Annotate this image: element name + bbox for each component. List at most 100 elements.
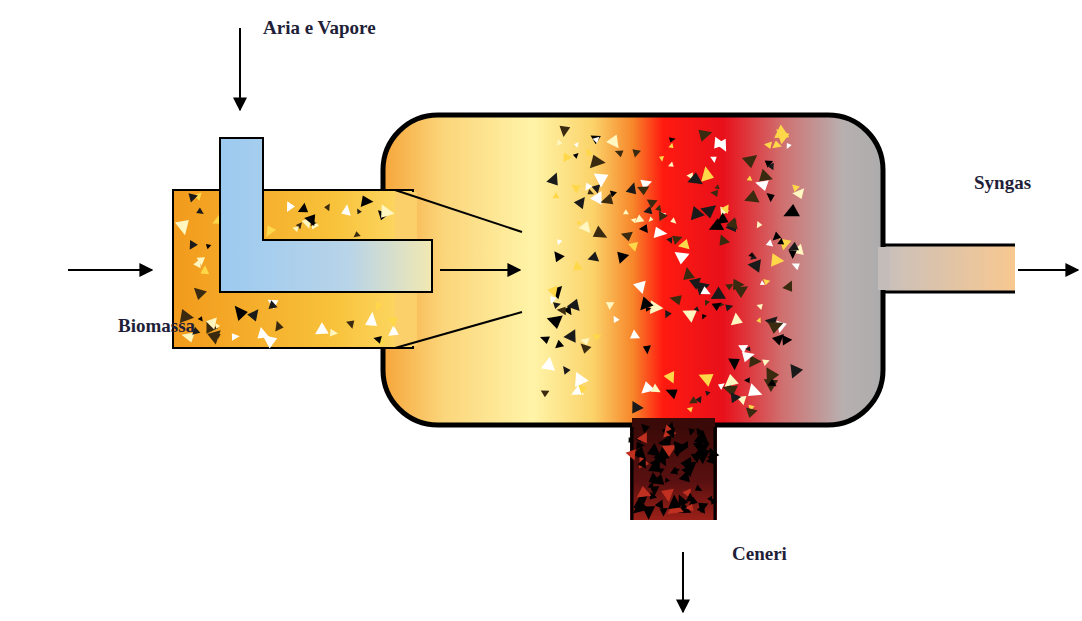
particle [555, 340, 564, 348]
particle [714, 137, 726, 149]
particle [553, 302, 561, 309]
particle [668, 143, 673, 149]
particle [606, 134, 619, 148]
particle [206, 244, 211, 249]
particle [689, 278, 701, 290]
particle [689, 496, 698, 505]
particle [590, 155, 606, 169]
particle [268, 300, 279, 310]
particle [695, 443, 710, 455]
particle [744, 377, 750, 383]
particle [630, 329, 640, 338]
particle [715, 184, 720, 189]
particle [633, 498, 647, 509]
particle [631, 218, 637, 223]
particle [388, 325, 398, 336]
particle [705, 300, 710, 306]
particle [632, 401, 644, 413]
particle [647, 200, 658, 209]
particle [198, 316, 203, 321]
particle [673, 468, 680, 474]
particle [705, 391, 710, 396]
particle [695, 484, 702, 491]
particle [655, 205, 661, 212]
syngas-pipe [870, 245, 1015, 292]
particle [628, 242, 638, 252]
particle [665, 478, 670, 483]
particle [710, 157, 716, 163]
particle [563, 153, 572, 163]
particle [614, 316, 620, 323]
particle [678, 239, 690, 249]
particle [725, 284, 733, 290]
particle [669, 137, 676, 142]
particle [764, 142, 772, 149]
particle [215, 323, 220, 328]
particle [712, 499, 717, 504]
particle [694, 306, 700, 311]
particle [629, 437, 634, 443]
particle [742, 155, 757, 168]
particle [540, 336, 550, 343]
particle [557, 239, 562, 245]
particle [666, 428, 675, 439]
particle [697, 428, 703, 436]
particle [617, 252, 629, 264]
flow-arrow [682, 552, 684, 612]
particle [621, 232, 633, 242]
particle [710, 190, 718, 197]
particle [666, 237, 672, 244]
nozzle-cone [395, 312, 522, 348]
particle [665, 390, 677, 400]
air-steam-label: Aria e Vapore [263, 18, 376, 39]
particle [744, 190, 759, 203]
particle [574, 142, 579, 148]
particle [788, 250, 796, 259]
particle [587, 189, 594, 194]
particle [670, 217, 676, 224]
particle [592, 334, 601, 341]
particle [541, 357, 555, 371]
particle [698, 130, 712, 142]
particle [315, 322, 329, 334]
particle [668, 494, 681, 509]
particle [563, 329, 575, 343]
particle [767, 379, 776, 386]
particle [655, 500, 664, 510]
particle [772, 334, 784, 346]
particle [194, 288, 207, 300]
particle [581, 344, 592, 354]
particle [718, 383, 725, 390]
particle [642, 506, 655, 520]
particle [683, 267, 695, 280]
particle [594, 173, 609, 187]
particle [707, 496, 712, 502]
particle [668, 162, 674, 167]
particle [232, 333, 240, 341]
particle [772, 141, 782, 149]
particle [576, 221, 582, 225]
particle [571, 185, 581, 194]
ash-label: Ceneri [732, 544, 787, 565]
particle [287, 201, 295, 212]
particle [601, 193, 614, 204]
particle [373, 336, 381, 344]
particle [557, 139, 562, 145]
particle [724, 374, 738, 387]
particle [675, 252, 690, 264]
particle [685, 504, 693, 511]
syngas-label: Syngas [974, 173, 1031, 194]
reactor-vessel [383, 115, 883, 425]
particle [554, 251, 564, 262]
flow-arrow [239, 28, 241, 110]
particle [746, 407, 758, 418]
particle [292, 226, 298, 232]
particle [783, 204, 800, 216]
particle [681, 465, 691, 477]
particle [550, 296, 556, 304]
particle [190, 240, 198, 250]
particle [592, 184, 601, 193]
particle [197, 257, 205, 265]
particle [557, 307, 566, 316]
particle [788, 242, 799, 251]
